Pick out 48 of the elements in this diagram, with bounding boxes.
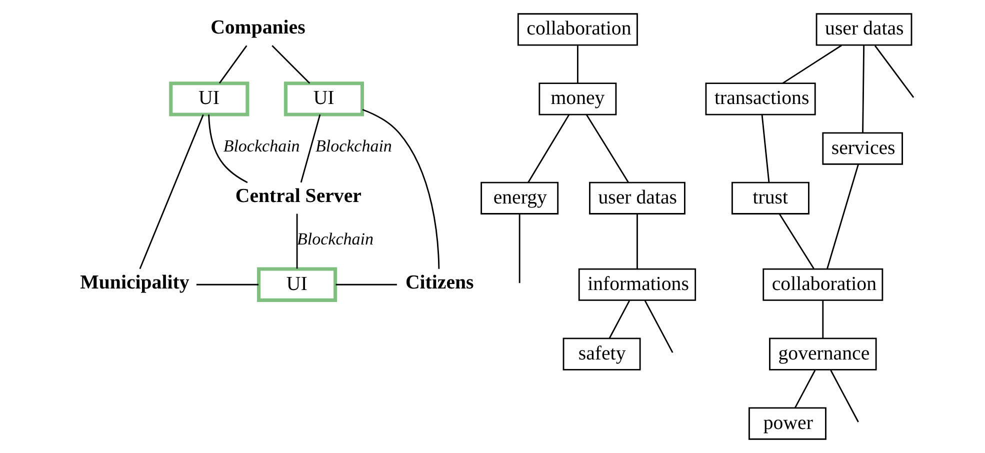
node-box: energy (480, 182, 558, 214)
connector (608, 300, 630, 339)
connector (138, 114, 204, 270)
connector (760, 114, 770, 183)
node-box: UI (256, 267, 337, 302)
connector (874, 45, 914, 98)
node-box: user datas (588, 182, 685, 214)
node-box: informations (578, 268, 696, 301)
node-box: UI (168, 82, 249, 116)
connector (300, 114, 320, 183)
connector (862, 45, 864, 133)
node-box: services (822, 132, 902, 165)
node-text: Municipality (80, 271, 189, 294)
connector (335, 284, 396, 286)
connector (822, 300, 824, 338)
node-box: safety (562, 338, 640, 370)
connector (585, 114, 628, 183)
node-box: transactions (704, 82, 816, 116)
connector (782, 44, 842, 84)
node-box: money (538, 82, 616, 116)
connector (826, 164, 859, 269)
connector (527, 114, 570, 183)
connector (296, 214, 298, 269)
connector (830, 370, 858, 422)
node-box: trust (730, 182, 809, 214)
node-text: Central Server (234, 184, 361, 207)
connector (218, 45, 247, 84)
node-text: Companies (210, 16, 305, 38)
node-box: collaboration (516, 13, 638, 46)
connector (636, 214, 638, 269)
node-box: UI (283, 82, 364, 116)
connector (518, 214, 520, 284)
node-text: Citizens (404, 271, 474, 294)
node-box: governance (768, 338, 876, 370)
connector (271, 45, 310, 84)
connector (196, 284, 258, 286)
connector (208, 114, 248, 184)
edge-label: Blockchain (314, 136, 392, 156)
node-box: user datas (815, 13, 912, 46)
connector (778, 213, 814, 270)
edge-label: Blockchain (296, 229, 374, 248)
connector (362, 108, 440, 269)
connector (794, 370, 816, 408)
node-box: collaboration (762, 268, 883, 301)
connector (576, 46, 578, 84)
edge-label: Blockchain (222, 136, 300, 156)
node-box: power (748, 407, 826, 440)
connector (644, 300, 673, 353)
